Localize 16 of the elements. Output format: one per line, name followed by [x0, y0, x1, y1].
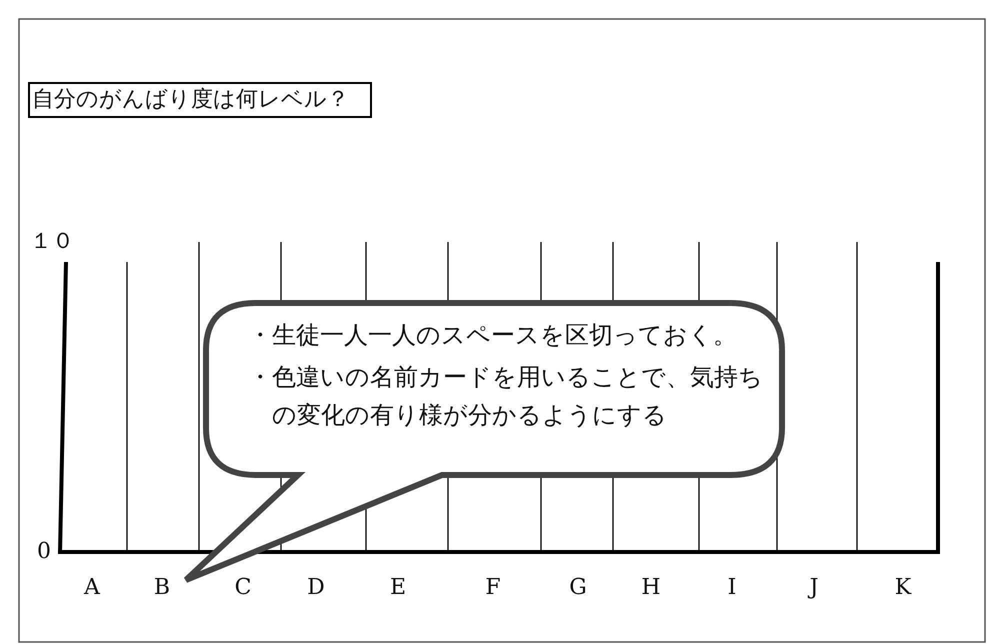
column-label: D	[307, 576, 325, 600]
column-label: E	[390, 576, 406, 600]
heading-box: 自分のがんばり度は何レベル？	[28, 82, 372, 118]
bullet-text: ・色違いの名前カードを用いることで、気持ちの変化の有り様が分かるようにする	[248, 362, 764, 431]
scale-label: 0	[37, 540, 51, 564]
column-label: F	[485, 576, 501, 600]
bullet-text: ・生徒一人一人のスペースを区切っておく。	[248, 320, 738, 351]
column-label: I	[728, 576, 736, 600]
column-label: A	[84, 576, 100, 600]
scale-label: １０	[30, 230, 74, 254]
column-label: J	[810, 576, 818, 600]
column-label: C	[234, 576, 252, 600]
column-label: H	[641, 576, 661, 600]
column-label: K	[894, 576, 912, 600]
column-label: B	[154, 576, 170, 600]
column-label: G	[569, 576, 587, 600]
